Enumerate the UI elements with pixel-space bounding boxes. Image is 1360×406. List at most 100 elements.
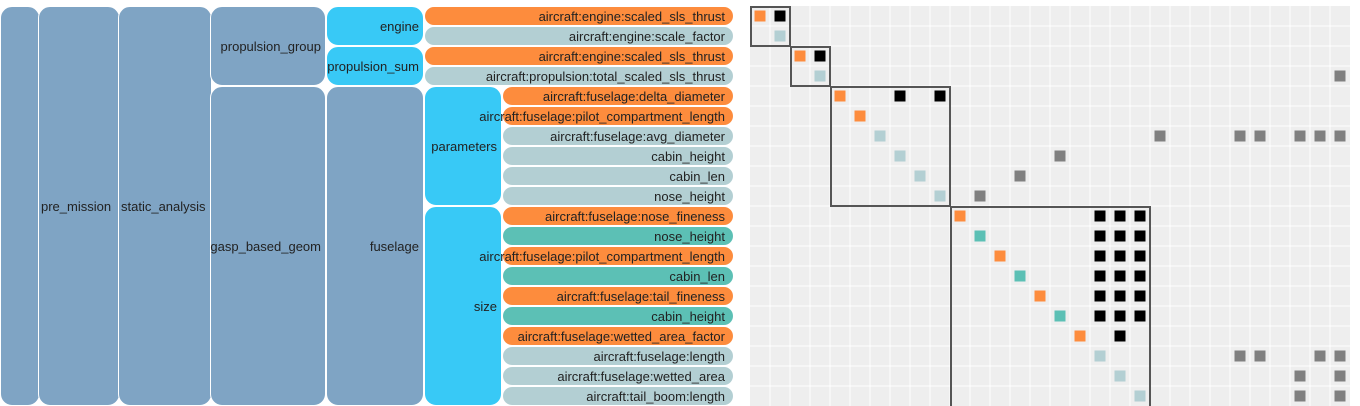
connection-cell[interactable] (1154, 130, 1166, 142)
static-analysis-node[interactable]: static_analysis (118, 6, 212, 406)
connection-cell[interactable] (1014, 170, 1026, 182)
connection-cell[interactable] (1294, 370, 1306, 382)
variable-leaf[interactable]: nose_height (502, 226, 734, 246)
connection-cell[interactable] (1094, 250, 1106, 262)
connection-cell[interactable] (1334, 70, 1346, 82)
connection-cell[interactable] (1094, 210, 1106, 222)
connection-cell[interactable] (1114, 230, 1126, 242)
connection-cell[interactable] (1254, 350, 1266, 362)
variable-leaf[interactable]: aircraft:engine:scale_factor (424, 26, 734, 46)
variable-leaf[interactable]: cabin_len (502, 266, 734, 286)
connection-cell[interactable] (1254, 130, 1266, 142)
variable-leaf[interactable]: aircraft:fuselage:pilot_compartment_leng… (479, 106, 734, 126)
connection-cell[interactable] (1334, 350, 1346, 362)
diagonal-cell[interactable] (894, 150, 906, 162)
diagonal-cell[interactable] (974, 230, 986, 242)
connection-cell[interactable] (1114, 330, 1126, 342)
size-node[interactable]: size (424, 206, 502, 406)
connection-cell[interactable] (1094, 290, 1106, 302)
variable-leaf-label: aircraft:fuselage:avg_diameter (550, 128, 725, 144)
diagonal-cell[interactable] (1134, 390, 1146, 402)
variable-leaf[interactable]: cabin_height (502, 306, 734, 326)
diagonal-cell[interactable] (934, 190, 946, 202)
variable-leaf[interactable]: cabin_height (502, 146, 734, 166)
diagonal-cell[interactable] (834, 90, 846, 102)
connection-cell[interactable] (1314, 130, 1326, 142)
diagonal-cell[interactable] (914, 170, 926, 182)
diagonal-cell[interactable] (774, 30, 786, 42)
variable-leaf-label: nose_height (654, 228, 725, 244)
variable-leaf-label: aircraft:fuselage:tail_fineness (556, 288, 725, 304)
diagonal-cell[interactable] (754, 10, 766, 22)
connection-cell[interactable] (1114, 270, 1126, 282)
connection-cell[interactable] (814, 50, 826, 62)
variable-leaf[interactable]: aircraft:engine:scaled_sls_thrust (424, 46, 734, 66)
tree-root-node[interactable] (0, 6, 40, 406)
variable-leaf[interactable]: aircraft:fuselage:delta_diameter (502, 86, 734, 106)
fuselage-node[interactable]: fuselage (326, 86, 424, 406)
engine-node[interactable]: engine (326, 6, 424, 46)
connection-cell[interactable] (1134, 230, 1146, 242)
gasp-based-geom-node[interactable]: gasp_based_geom (210, 86, 326, 406)
diagonal-cell[interactable] (994, 250, 1006, 262)
connection-cell[interactable] (1334, 390, 1346, 402)
variable-leaf[interactable]: aircraft:fuselage:length (502, 346, 734, 366)
connection-cell[interactable] (1294, 130, 1306, 142)
connection-cell[interactable] (1134, 310, 1146, 322)
connection-cell[interactable] (1114, 310, 1126, 322)
diagonal-cell[interactable] (1094, 350, 1106, 362)
connection-cell[interactable] (1054, 150, 1066, 162)
connection-cell[interactable] (1334, 130, 1346, 142)
variable-leaf[interactable]: aircraft:fuselage:avg_diameter (502, 126, 734, 146)
propulsion-group-node[interactable]: propulsion_group (210, 6, 326, 86)
group-block-outline (950, 206, 1151, 406)
variable-leaf[interactable]: aircraft:engine:scaled_sls_thrust (424, 6, 734, 26)
connection-cell[interactable] (1294, 390, 1306, 402)
diagonal-cell[interactable] (814, 70, 826, 82)
variable-leaf[interactable]: aircraft:fuselage:wetted_area (502, 366, 734, 386)
connection-cell[interactable] (1134, 250, 1146, 262)
group-block-outline (790, 46, 831, 87)
variable-leaf[interactable]: cabin_len (502, 166, 734, 186)
variable-leaf[interactable]: aircraft:fuselage:pilot_compartment_leng… (479, 246, 734, 266)
connection-cell[interactable] (1114, 210, 1126, 222)
connection-cell[interactable] (1094, 270, 1106, 282)
propulsion-sum-node[interactable]: propulsion_sum (326, 46, 424, 86)
variable-leaf[interactable]: aircraft:fuselage:nose_fineness (502, 206, 734, 226)
diagonal-cell[interactable] (854, 110, 866, 122)
diagonal-cell[interactable] (874, 130, 886, 142)
connection-cell[interactable] (1314, 350, 1326, 362)
variable-leaf[interactable]: aircraft:propulsion:total_scaled_sls_thr… (424, 66, 734, 86)
diagonal-cell[interactable] (1074, 330, 1086, 342)
connection-cell[interactable] (1114, 290, 1126, 302)
variable-leaf[interactable]: aircraft:fuselage:tail_fineness (502, 286, 734, 306)
variable-leaf[interactable]: nose_height (502, 186, 734, 206)
connection-cell[interactable] (774, 10, 786, 22)
diagonal-cell[interactable] (954, 210, 966, 222)
diagonal-cell[interactable] (1034, 290, 1046, 302)
connection-cell[interactable] (1334, 370, 1346, 382)
connection-cell[interactable] (1234, 350, 1246, 362)
diagonal-cell[interactable] (1014, 270, 1026, 282)
connection-cell[interactable] (1094, 310, 1106, 322)
variable-leaf-label: aircraft:propulsion:total_scaled_sls_thr… (485, 68, 725, 84)
connection-cell[interactable] (1114, 250, 1126, 262)
variable-leaf[interactable]: aircraft:fuselage:wetted_area_factor (502, 326, 734, 346)
connection-cell[interactable] (1234, 130, 1246, 142)
variable-leaf[interactable]: aircraft:tail_boom:length (502, 386, 734, 406)
connection-cell[interactable] (1134, 210, 1146, 222)
connection-cell[interactable] (1134, 270, 1146, 282)
diagonal-cell[interactable] (1114, 370, 1126, 382)
connection-cell[interactable] (974, 190, 986, 202)
variable-leaf-label: aircraft:engine:scaled_sls_thrust (538, 48, 725, 64)
diagonal-cell[interactable] (1054, 310, 1066, 322)
connection-cell[interactable] (1134, 290, 1146, 302)
diagonal-cell[interactable] (794, 50, 806, 62)
propulsion-sum-label: propulsion_sum (327, 58, 419, 74)
connection-cell[interactable] (1094, 230, 1106, 242)
connection-cell[interactable] (894, 90, 906, 102)
variable-leaf-label: aircraft:engine:scale_factor (568, 28, 725, 44)
parameters-node[interactable]: parameters (424, 86, 502, 206)
connection-cell[interactable] (934, 90, 946, 102)
pre-mission-node[interactable]: pre_mission (38, 6, 120, 406)
